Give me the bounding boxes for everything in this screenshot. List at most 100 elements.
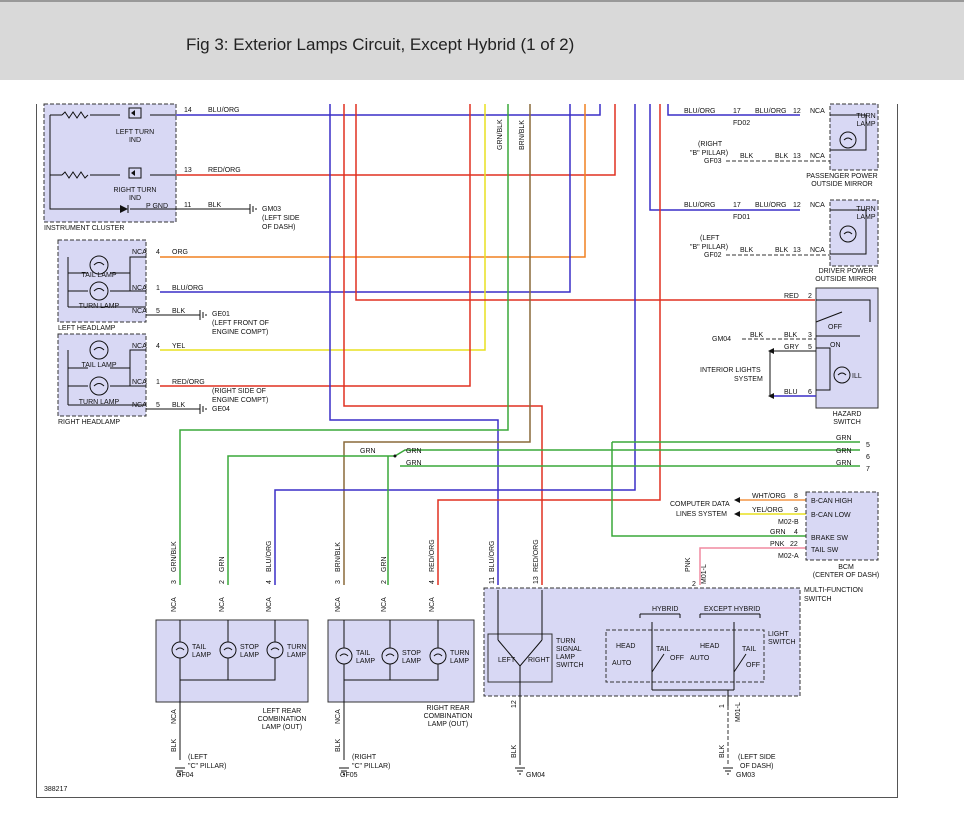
mfs-hybrid: HYBRID [652, 606, 678, 613]
rr-nca-1: NCA [335, 597, 342, 612]
dm-pin-12: 12 [793, 202, 801, 209]
mfs-m01l-bottom: M01-L [735, 702, 742, 722]
lr-tail-1: TAIL [192, 644, 206, 651]
rr-pin-4: 4 [429, 580, 436, 584]
left-headlamp-label: LEFT HEADLAMP [58, 325, 116, 332]
mfs-pin-12: 12 [511, 700, 518, 708]
gm03-loc-1: (LEFT SIDE [262, 215, 300, 222]
bcm: B-CAN HIGH B-CAN LOW BRAKE SW TAIL SW BC… [670, 491, 880, 579]
mfs-head-1: HEAD [616, 643, 635, 650]
lr-nca-3: NCA [266, 597, 273, 612]
lr-nca-bottom: NCA [171, 709, 178, 724]
lh-nca-3: NCA [132, 308, 147, 315]
bcm-pin-9: 9 [794, 507, 798, 514]
lr-ground-2: "C" PILLAR) [188, 763, 226, 770]
mfs-auto-2: AUTO [690, 655, 710, 662]
rr-pin-2: 2 [381, 580, 388, 584]
lr-pin-3: 3 [171, 580, 178, 584]
instrument-cluster: LEFT TURN IND RIGHT TURN IND P GND INSTR… [43, 103, 300, 232]
lr-turn-2: LAMP [287, 652, 306, 659]
right-turn-ind-label-2: IND [129, 195, 141, 202]
rr-wire-brn-blk: BRN/BLK [335, 542, 342, 572]
lh-wire-blu-org: BLU/ORG [172, 285, 204, 292]
ge01-loc-1: (LEFT FRONT OF [212, 320, 269, 327]
dm-wire-in: BLU/ORG [684, 202, 716, 209]
computer-1: COMPUTER DATA [670, 501, 730, 508]
ge04-loc-2: ENGINE COMPT) [212, 397, 268, 404]
gm03-loc-2: OF DASH) [262, 224, 295, 231]
dm-pin-17: 17 [733, 202, 741, 209]
ic-wire-red-org: RED/ORG [208, 167, 241, 174]
left-rear-lamp: TAIL LAMP STOP LAMP TURN LAMP LEFT REAR … [155, 540, 309, 779]
rh-nca-1: NCA [132, 343, 147, 350]
hz-ill: ILL [852, 373, 862, 380]
hz-blk-1: BLK [750, 332, 764, 339]
wire-brn-blk: BRN/BLK [519, 120, 526, 150]
hz-gry: GRY [784, 344, 799, 351]
mfs-pin-13: 13 [533, 576, 540, 584]
rh-pin-4: 4 [156, 343, 160, 350]
dm-lamp-1: TURN [856, 206, 875, 213]
lr-pin-4: 4 [266, 580, 273, 584]
mfs-head-2: HEAD [700, 643, 719, 650]
mfs-blu-org: BLU/ORG [489, 540, 496, 572]
grn-pin-6: 6 [866, 454, 870, 461]
rh-turn-label: TURN LAMP [79, 399, 120, 406]
bcm-label-2: (CENTER OF DASH) [813, 572, 880, 579]
rh-wire-blk: BLK [172, 402, 186, 409]
bcm-pin-8: 8 [794, 493, 798, 500]
pm-nca-2: NCA [810, 153, 825, 160]
rr-blk: BLK [335, 738, 342, 752]
dm-label-2: OUTSIDE MIRROR [815, 276, 876, 283]
lh-nca-1: NCA [132, 249, 147, 256]
grn-bus: GRN 5 GRN GRN GRN 6 GRN GRN 7 [360, 435, 870, 473]
bcm-pin-4: 4 [794, 529, 798, 536]
pm-fd02: FD02 [733, 120, 750, 127]
figure-header: Fig 3: Exterior Lamps Circuit, Except Hy… [0, 0, 964, 80]
bcm-m02a: M02-A [778, 553, 799, 560]
bcm-can-high: B-CAN HIGH [811, 498, 852, 505]
right-turn-ind-label: RIGHT TURN [114, 187, 157, 194]
mfs-pin-2: 2 [692, 581, 696, 588]
mfs-tail-1: TAIL [656, 646, 670, 653]
pm-lamp-2: LAMP [856, 121, 875, 128]
lr-wire-blu-org: BLU/ORG [266, 540, 273, 572]
ic-pin-13: 13 [184, 167, 192, 174]
rh-wire-red-org: RED/ORG [172, 379, 205, 386]
lr-blk: BLK [171, 738, 178, 752]
rr-ground-2: "C" PILLAR) [352, 763, 390, 770]
lr-ground-1: (LEFT [188, 754, 208, 761]
pm-label-1: PASSENGER POWER [806, 173, 877, 180]
rr-label-1: RIGHT REAR [426, 705, 469, 712]
mfs-gm03: GM03 [736, 772, 755, 779]
pm-lamp-1: TURN [856, 113, 875, 120]
mfs-m01l-top: M01-L [701, 564, 708, 584]
mfs-red-org: RED/ORG [533, 539, 540, 572]
bcm-pin-22: 22 [790, 541, 798, 548]
left-turn-ind-label-2: IND [129, 137, 141, 144]
hz-on: ON [830, 342, 841, 349]
bcm-m02b: M02-B [778, 519, 799, 526]
computer-2: LINES SYSTEM [676, 511, 727, 518]
grn-bus-label-2: GRN [360, 448, 376, 455]
passenger-mirror: TURN LAMP PASSENGER POWER OUTSIDE MIRROR… [684, 103, 879, 188]
lr-ground-3: GF04 [176, 772, 194, 779]
bcm-tail: TAIL SW [811, 547, 839, 554]
mfs-tail-2: TAIL [742, 646, 756, 653]
grn-bus-label-4: GRN [836, 448, 852, 455]
mfs-gm04: GM04 [526, 772, 545, 779]
lr-nca-2: NCA [219, 597, 226, 612]
lr-turn-1: TURN [287, 644, 306, 651]
right-rear-lamp: TAIL LAMP STOP LAMP TURN LAMP RIGHT REAR… [327, 539, 475, 779]
right-headlamp: TAIL LAMP TURN LAMP RIGHT HEADLAMP NCA N… [57, 333, 268, 426]
pm-wire-in: BLU/ORG [684, 108, 716, 115]
mfs-gm03-loc-2: OF DASH) [740, 763, 773, 770]
dm-lamp-2: LAMP [856, 214, 875, 221]
bcm-can-low: B-CAN LOW [811, 512, 851, 519]
rr-pin-3: 3 [335, 580, 342, 584]
lh-pin-4: 4 [156, 249, 160, 256]
hazard-switch: OFF ON ILL HAZARD SWITCH RED 2 GM04 BLK … [700, 287, 879, 426]
grn-pin-5: 5 [866, 442, 870, 449]
rr-nca-bottom: NCA [335, 709, 342, 724]
